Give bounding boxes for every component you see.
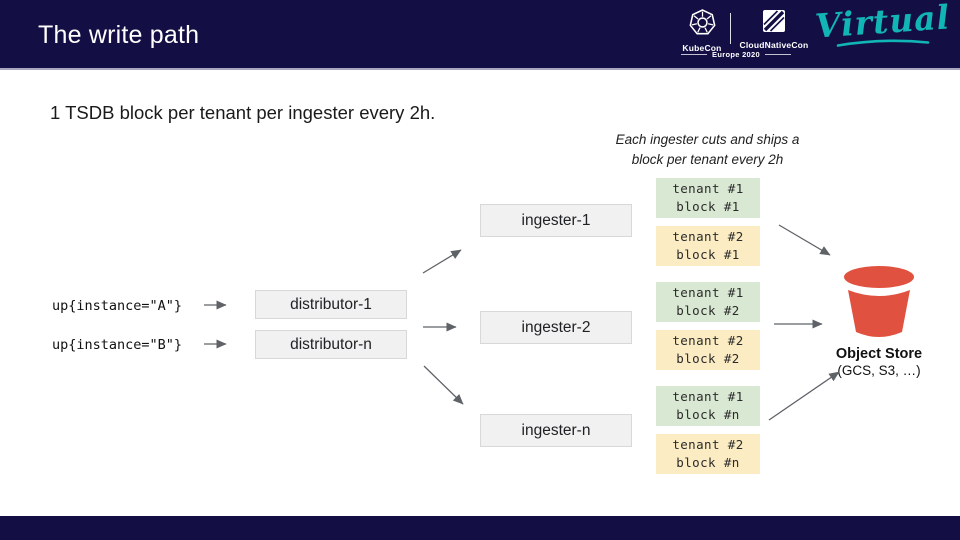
cnc-logo-icon bbox=[762, 10, 786, 37]
page-title: The write path bbox=[38, 21, 200, 49]
annotation-line-1: Each ingester cuts and ships a bbox=[615, 132, 800, 147]
ingester-annotation: Each ingester cuts and ships a block per… bbox=[575, 130, 840, 169]
distributor-n-node: distributor-n bbox=[255, 330, 407, 359]
dash-left bbox=[681, 54, 708, 55]
object-store-subtitle: (GCS, S3, …) bbox=[837, 363, 921, 378]
kubecon-logo: KubeCon bbox=[676, 9, 728, 53]
event-edition-label: Europe 2020 bbox=[712, 50, 760, 59]
object-store-label: Object Store (GCS, S3, …) bbox=[806, 346, 952, 378]
virtual-underline-swoosh bbox=[836, 39, 930, 47]
footer-bar bbox=[0, 516, 960, 540]
tenant-line: tenant #1 bbox=[672, 180, 744, 196]
series-label-b: up{instance="B"} bbox=[52, 337, 183, 353]
ingester-1-node: ingester-1 bbox=[480, 204, 632, 237]
ingester-2-node: ingester-2 bbox=[480, 311, 632, 344]
virtual-logo: Virtual bbox=[808, 0, 958, 48]
tenant-block: tenant #2 block #1 bbox=[656, 226, 760, 266]
bucket-icon bbox=[840, 264, 918, 344]
annotation-line-2: block per tenant every 2h bbox=[631, 151, 784, 167]
helm-wheel-icon bbox=[689, 9, 716, 40]
header-bar: The write path bbox=[0, 0, 960, 70]
object-store-title: Object Store bbox=[835, 346, 923, 362]
block-line: block #1 bbox=[676, 247, 740, 262]
virtual-label: Virtual bbox=[814, 0, 952, 46]
tenant-block: tenant #1 block #2 bbox=[656, 282, 760, 322]
ingester-n-node: ingester-n bbox=[480, 414, 632, 447]
logo-divider bbox=[730, 13, 731, 44]
block-line: block #2 bbox=[676, 351, 740, 366]
dash-right bbox=[764, 54, 791, 55]
distributor-1-node: distributor-1 bbox=[255, 290, 407, 319]
tenant-block: tenant #1 block #1 bbox=[656, 178, 760, 218]
tenant-block: tenant #2 block #n bbox=[656, 434, 760, 474]
tenant-line: tenant #2 bbox=[672, 228, 744, 244]
block-line: block #n bbox=[676, 407, 740, 422]
tenant-line: tenant #2 bbox=[672, 436, 744, 452]
series-label-a: up{instance="A"} bbox=[52, 298, 183, 314]
kubecon-label: KubeCon bbox=[682, 43, 722, 53]
tenant-line: tenant #1 bbox=[672, 388, 744, 404]
cloudnativecon-logo: CloudNativeCon bbox=[736, 9, 812, 50]
event-edition: Europe 2020 bbox=[660, 50, 812, 59]
tenant-line: tenant #2 bbox=[672, 332, 744, 348]
tenant-block: tenant #1 block #n bbox=[656, 386, 760, 426]
headline: 1 TSDB block per tenant per ingester eve… bbox=[50, 102, 436, 123]
block-line: block #n bbox=[676, 455, 740, 470]
block-line: block #2 bbox=[676, 303, 740, 318]
tenant-block: tenant #2 block #2 bbox=[656, 330, 760, 370]
cloudnativecon-label: CloudNativeCon bbox=[739, 40, 809, 50]
tenant-line: tenant #1 bbox=[672, 284, 744, 300]
event-logo-cluster: KubeCon CloudNativeCon Europe 2020 bbox=[660, 0, 960, 70]
block-line: block #1 bbox=[676, 199, 740, 214]
